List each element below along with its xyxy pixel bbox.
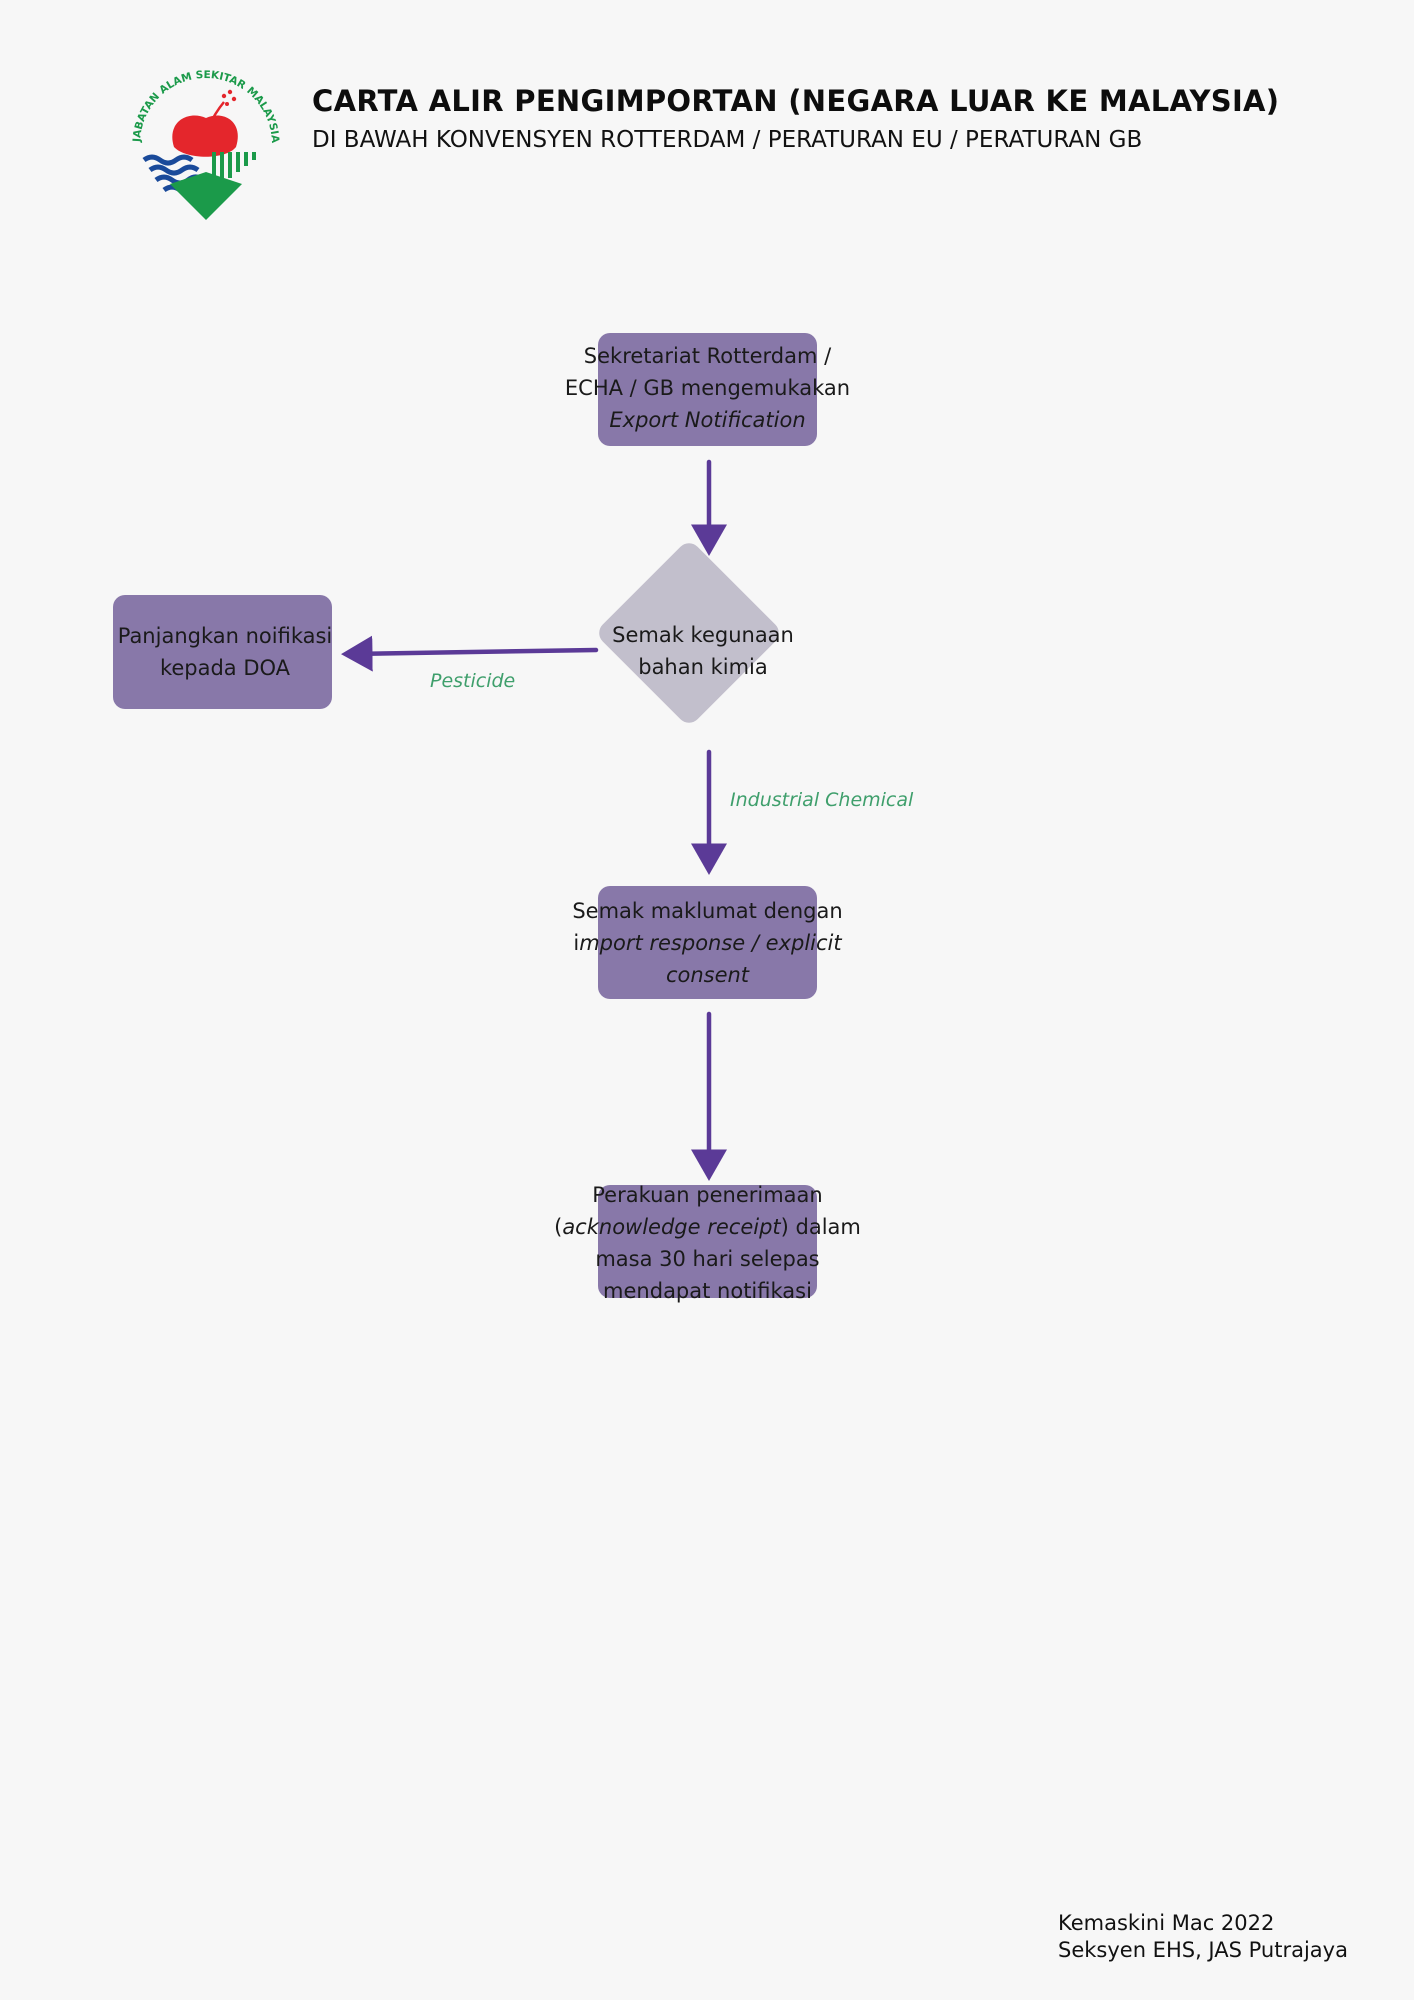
- jas-logo: JABATAN ALAM SEKITAR MALAYSIA: [131, 69, 281, 220]
- footer: Kemaskini Mac 2022 Seksyen EHS, JAS Putr…: [1058, 1910, 1378, 1964]
- edge-label-pesticide: Pesticide: [430, 670, 516, 692]
- footer-section: Seksyen EHS, JAS Putrajaya: [1058, 1938, 1348, 1962]
- footer-updated: Kemaskini Mac 2022: [1058, 1911, 1275, 1935]
- page-title: CARTA ALIR PENGIMPORTAN (NEGARA LUAR KE …: [312, 84, 1280, 118]
- node-export-notification: [598, 333, 817, 446]
- edge-label-industrial-chemical: Industrial Chemical: [730, 789, 914, 811]
- node-check-import-response-label: Semak maklumat dengan import response / …: [572, 899, 843, 987]
- node-check-import-response: [598, 886, 817, 999]
- node-acknowledge-receipt-label: Perakuan penerimaan (acknowledge receipt…: [554, 1183, 861, 1303]
- arrow-decision-to-left: [341, 635, 599, 672]
- page-subtitle: DI BAWAH KONVENSYEN ROTTERDAM / PERATURA…: [312, 127, 1143, 153]
- node-acknowledge-receipt: [598, 1185, 817, 1298]
- decision-label: Semak kegunaan bahan kimia: [612, 623, 794, 679]
- node-forward-to-doa-label: Panjangkan noifikasi kepada DOA: [117, 624, 333, 680]
- node-forward-to-doa: [113, 595, 332, 709]
- node-export-notification-label: Sekretariat Rotterdam / ECHA / GB mengem…: [564, 344, 851, 432]
